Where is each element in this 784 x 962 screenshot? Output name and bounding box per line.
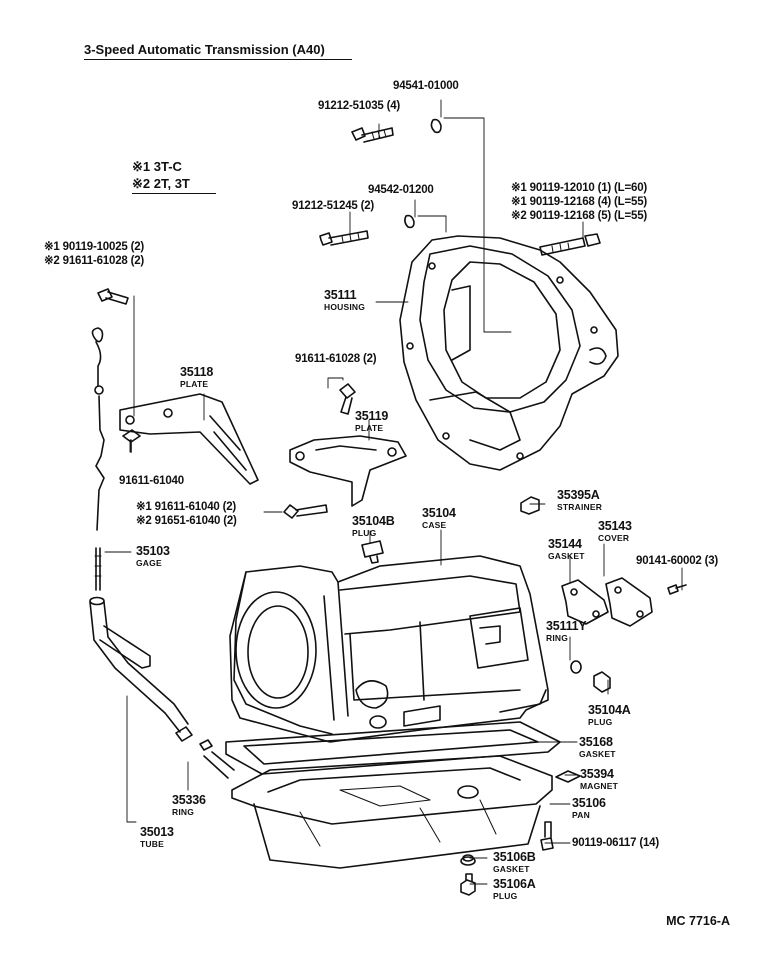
label-90119-10025: ※1 90119-10025 (2) ※2 91611-61028 (2) [44, 241, 145, 267]
title-underline [84, 59, 352, 60]
label-35143: 35143 COVER [598, 519, 632, 543]
label-35111Y: 35111Y RING [546, 619, 587, 643]
plate-35119 [289, 435, 407, 507]
filler-tube [89, 596, 235, 779]
label-35104B: 35104B PLUG [352, 514, 395, 538]
page-title: 3-Speed Automatic Transmission (A40) [84, 42, 325, 57]
label-35106A: 35106A PLUG [493, 877, 536, 901]
bolts [97, 118, 687, 896]
diagram-code: MC 7716-A [666, 914, 730, 928]
label-35103: 35103 GAGE [136, 544, 170, 568]
label-35104: 35104 CASE [422, 506, 456, 530]
label-91611-61040-2: ※1 91611-61040 (2) ※2 91651-61040 (2) [136, 501, 237, 527]
label-94541: 94541-01000 [393, 80, 459, 92]
label-35118: 35118 PLATE [180, 365, 214, 389]
label-94542: 94542-01200 [368, 184, 434, 196]
housing-35111 [399, 235, 619, 471]
label-90119-12010: ※1 90119-12010 (1) (L=60) ※1 90119-12168… [511, 182, 648, 222]
label-35119: 35119 PLATE [355, 409, 389, 433]
label-91212-51245: 91212-51245 (2) [292, 200, 375, 212]
cover-35143 [605, 577, 653, 627]
label-35106: 35106 PAN [572, 796, 606, 820]
label-90141: 90141-60002 (3) [636, 555, 719, 567]
case-35104 [229, 555, 549, 743]
leader-lines [104, 99, 683, 885]
dipstick-gage [91, 327, 105, 591]
label-35336: 35336 RING [172, 793, 206, 817]
gasket-35144 [561, 579, 609, 625]
label-35111: 35111 HOUSING [324, 288, 366, 312]
engine-legend: ※1 3T-C ※2 2T, 3T [132, 158, 190, 192]
plate-35118 [119, 393, 259, 485]
label-35106B: 35106B GASKET [493, 850, 536, 874]
label-35104A: 35104A PLUG [588, 703, 631, 727]
pan-35106 [231, 755, 553, 869]
label-91611-61028: 91611-61028 (2) [295, 353, 377, 365]
gasket-35168 [225, 721, 561, 775]
legend-item: ※2 2T, 3T [132, 176, 190, 191]
label-35144: 35144 GASKET [548, 537, 585, 561]
label-35013: 35013 TUBE [140, 825, 174, 849]
label-35168: 35168 GASKET [579, 735, 616, 759]
legend-item: ※1 3T-C [132, 159, 182, 174]
label-90119-06117: 90119-06117 (14) [572, 837, 659, 849]
label-91611-61040: 91611-61040 [119, 475, 184, 487]
legend-underline [132, 193, 216, 194]
label-91212-51035: 91212-51035 (4) [318, 100, 401, 112]
label-35395A: 35395A STRAINER [557, 488, 603, 512]
label-35394: 35394 MAGNET [580, 767, 619, 791]
